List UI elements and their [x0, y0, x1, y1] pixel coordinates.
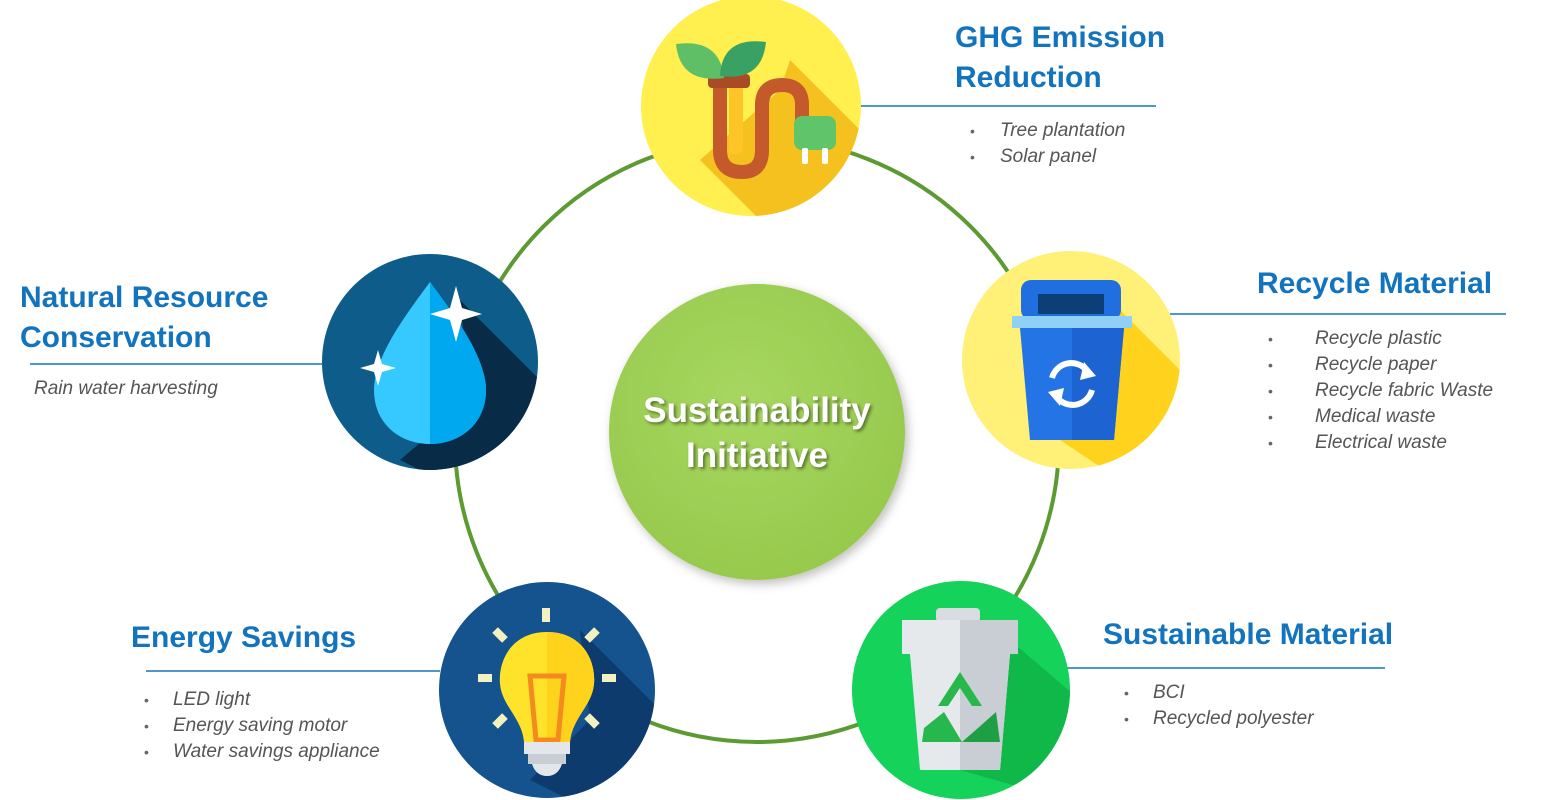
energy-item-list: •LED light •Energy saving motor •Water s…: [144, 687, 380, 765]
natural-heading: Natural Resource Conservation: [20, 278, 268, 358]
energy-title: Energy Savings: [131, 621, 357, 654]
list-item: •Recycled polyester: [1124, 708, 1314, 729]
light-bulb-icon: [439, 582, 655, 798]
sustainable-title: Sustainable Material: [1103, 618, 1394, 651]
list-item: •Recycle plastic: [1268, 328, 1442, 349]
list-item: •Energy saving motor: [144, 715, 348, 736]
center-title: Sustainability Initiative: [612, 388, 902, 478]
list-item: •Electrical waste: [1268, 432, 1447, 453]
list-item: •Solar panel: [970, 146, 1097, 167]
natural-title-line2: Conservation: [20, 321, 212, 354]
energy-heading: Energy Savings: [131, 618, 356, 658]
sustainable-item-list: •BCI •Recycled polyester: [1124, 680, 1314, 732]
list-item: •Recycle paper: [1268, 354, 1437, 375]
recycle-title: Recycle Material: [1257, 267, 1493, 300]
ghg-title-line1: GHG Emission: [955, 21, 1166, 54]
recycle-heading: Recycle Material: [1257, 264, 1492, 304]
ghg-item-list: •Tree plantation •Solar panel: [970, 118, 1125, 170]
list-item: •Tree plantation: [970, 120, 1126, 141]
ghg-heading: GHG Emission Reduction: [955, 18, 1165, 98]
natural-description: Rain water harvesting: [34, 378, 218, 399]
plant-plug-icon: [641, 0, 861, 216]
list-item: •LED light: [144, 689, 251, 710]
recycle-bin-icon: [962, 251, 1180, 469]
center-circle: [609, 284, 905, 580]
list-item: •Water savings appliance: [144, 741, 380, 762]
center-title-line2: Initiative: [686, 436, 828, 475]
ghg-title-line2: Reduction: [955, 61, 1102, 94]
list-item: •Recycle fabric Waste: [1268, 380, 1494, 401]
center-title-line1: Sustainability: [643, 391, 871, 430]
recycle-trash-can-icon: [852, 581, 1070, 799]
sustainable-heading: Sustainable Material: [1103, 615, 1393, 655]
list-item: •BCI: [1124, 682, 1185, 703]
list-item: •Medical waste: [1268, 406, 1436, 427]
natural-title-line1: Natural Resource: [20, 281, 269, 314]
water-drop-icon: [322, 254, 538, 470]
recycle-item-list: •Recycle plastic •Recycle paper •Recycle…: [1268, 326, 1493, 456]
